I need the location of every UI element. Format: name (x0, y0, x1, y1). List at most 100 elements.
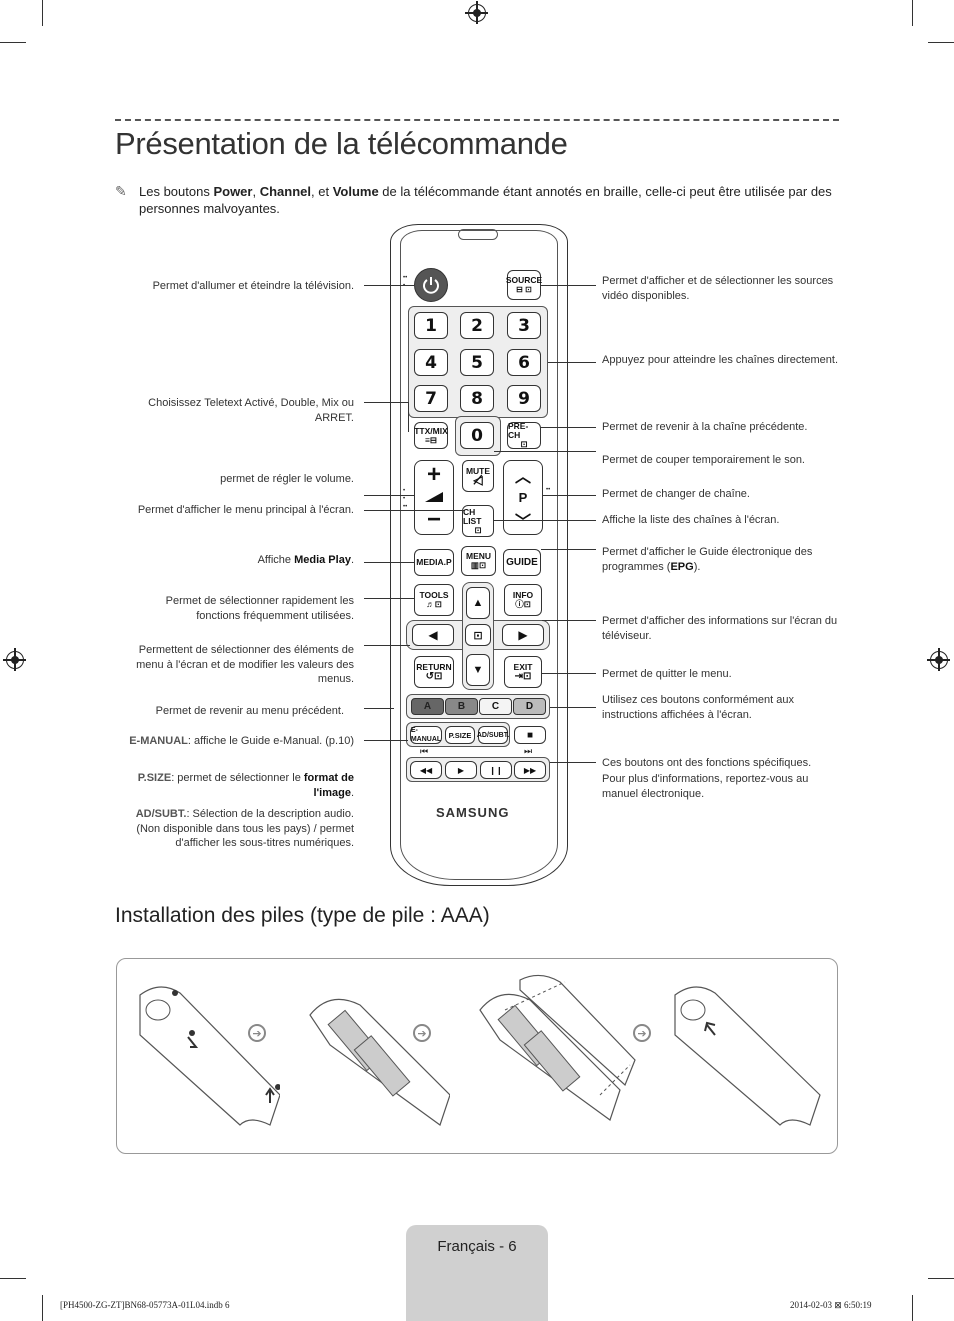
p-size-button[interactable]: P.SIZE (445, 726, 475, 744)
digit-4-button[interactable]: 4 (414, 349, 448, 376)
callout-line (364, 708, 394, 709)
exit-button[interactable]: EXIT⇥⊡ (504, 656, 542, 688)
label-return: Permet de revenir au menu précédent. (155, 705, 344, 717)
braille-dots: ••• (403, 275, 408, 289)
callout-line (364, 285, 414, 286)
callout-line (550, 707, 596, 708)
c-button[interactable]: C (479, 698, 512, 715)
up-arrow-icon: ▲ (472, 597, 484, 609)
digit-1-button[interactable]: 1 (414, 312, 448, 339)
callout-line (548, 362, 596, 363)
label-nav: Permettent de sélectionner des éléments … (136, 644, 354, 685)
power-button[interactable] (414, 268, 448, 302)
left-arrow-icon: ◀ (428, 628, 438, 642)
left-button[interactable]: ◀ (412, 624, 454, 646)
stop-button[interactable]: ■ (514, 726, 546, 744)
label-exit: Permet de quitter le menu. (602, 668, 732, 680)
e-manual-button[interactable]: E-MANUAL (410, 726, 442, 744)
enter-button[interactable]: ⊡ (465, 624, 491, 646)
step-arrow-icon: ➔ (248, 1024, 266, 1042)
ch-list-button[interactable]: CH LIST⊡ (462, 505, 494, 537)
list-icon: ⊡ (474, 524, 482, 535)
rewind-button[interactable]: ◀◀ (410, 761, 442, 779)
battery-step-3-illustration (479, 974, 636, 1121)
volume-rocker[interactable]: + − (414, 460, 454, 535)
label-tools: Permet de sélectionner rapidement les fo… (165, 595, 354, 622)
battery-section-title: Installation des piles (type de pile : A… (115, 904, 490, 927)
guide-button[interactable]: GUIDE (503, 549, 541, 576)
label-source: Permet d'afficher et de sélectionner les… (602, 275, 834, 302)
crop-mark (912, 1295, 913, 1321)
label-ttx: Choisissez Teletext Activé, Double, Mix … (148, 397, 354, 424)
battery-step-4-illustration (674, 986, 821, 1126)
callout-line (542, 673, 596, 674)
fast-forward-button[interactable]: ▶▶ (514, 761, 546, 779)
pencil-icon: ✎ (115, 183, 127, 199)
digit-7-button[interactable]: 7 (414, 385, 448, 412)
mute-button[interactable]: MUTE◁̸ (462, 460, 494, 492)
label-numbers: Appuyez pour atteindre les chaînes direc… (602, 354, 839, 366)
a-button[interactable]: A (411, 698, 444, 715)
up-button[interactable]: ▲ (466, 587, 490, 619)
callout-line (541, 549, 596, 550)
menu-button[interactable]: MENU▥⊡ (461, 546, 496, 576)
label-volume: permet de régler le volume. (220, 473, 354, 485)
footer-timestamp: 2014-02-03 ⊠ 6:50:19 (790, 1300, 872, 1310)
battery-steps-box (116, 958, 838, 1154)
mute-icon: ◁̸ (473, 473, 483, 487)
ttx-mix-button[interactable]: TTX/MIX≡⊟ (414, 422, 448, 449)
return-button[interactable]: RETURN↺⊡ (414, 656, 454, 688)
label-channel: Permet de changer de chaîne. (602, 488, 750, 500)
tools-button[interactable]: TOOLS♬⊡ (414, 584, 454, 616)
label-special-1: Ces boutons ont des fonctions spécifique… (602, 757, 812, 769)
label-psize: P.SIZE: permet de sélectionner le format… (137, 772, 354, 799)
digit-5-button[interactable]: 5 (460, 349, 494, 376)
teletext-icon: ≡⊟ (424, 434, 438, 445)
enter-icon: ⊡ (473, 629, 483, 642)
ad-subt-button[interactable]: AD/SUBT. (477, 726, 509, 744)
crop-mark (928, 1278, 954, 1279)
channel-up-icon: ︿ (514, 468, 531, 486)
b-button[interactable]: B (445, 698, 478, 715)
crop-mark (0, 42, 26, 43)
source-icon: ⊟ ⊡ (516, 285, 532, 294)
callout-line (364, 740, 408, 741)
down-button[interactable]: ▼ (466, 654, 490, 686)
label-special-2: Pour plus d'informations, reportez-vous … (602, 773, 809, 800)
registration-mark-icon (465, 1, 488, 24)
digit-9-button[interactable]: 9 (507, 385, 541, 412)
play-button[interactable]: ▶ (445, 761, 477, 779)
next-track-icon: ⏭ (524, 746, 533, 756)
callout-line (494, 451, 596, 452)
channel-rocker[interactable]: ︿ P ﹀ (503, 460, 543, 535)
braille-note: Les boutons Power, Channel, et Volume de… (139, 184, 832, 216)
digit-2-button[interactable]: 2 (460, 312, 494, 339)
page-number: Français - 6 (437, 1238, 517, 1255)
digit-6-button[interactable]: 6 (507, 349, 541, 376)
return-icon: ↺⊡ (425, 671, 443, 682)
media-p-button[interactable]: MEDIA.P (414, 549, 454, 576)
d-button[interactable]: D (513, 698, 546, 715)
braille-dots: •••• (403, 488, 408, 510)
registration-mark-icon (3, 648, 26, 671)
label-power: Permet d'allumer et éteindre la télévisi… (152, 280, 354, 292)
callout-line (408, 402, 409, 432)
label-guide: Permet d'afficher le Guide électronique … (602, 546, 813, 573)
callout-line (364, 598, 414, 599)
power-icon (423, 277, 439, 294)
registration-mark-icon (927, 648, 950, 671)
right-button[interactable]: ▶ (502, 624, 544, 646)
pause-button[interactable]: ❙❙ (480, 761, 512, 779)
digit-8-button[interactable]: 8 (460, 385, 494, 412)
stop-icon: ■ (526, 729, 534, 741)
source-button[interactable]: SOURCE⊟ ⊡ (506, 270, 542, 300)
label-colors: Utilisez ces boutons conformément aux in… (602, 694, 794, 721)
digit-3-button[interactable]: 3 (507, 312, 541, 339)
digit-0-button[interactable]: 0 (460, 422, 494, 449)
pre-ch-button[interactable]: PRE-CH⊡ (507, 422, 541, 449)
fast-forward-icon: ▶▶ (523, 765, 537, 775)
step-arrow-icon: ➔ (633, 1024, 651, 1042)
info-icon: ⓘ⊡ (515, 599, 531, 609)
page-number-tab (406, 1225, 548, 1321)
